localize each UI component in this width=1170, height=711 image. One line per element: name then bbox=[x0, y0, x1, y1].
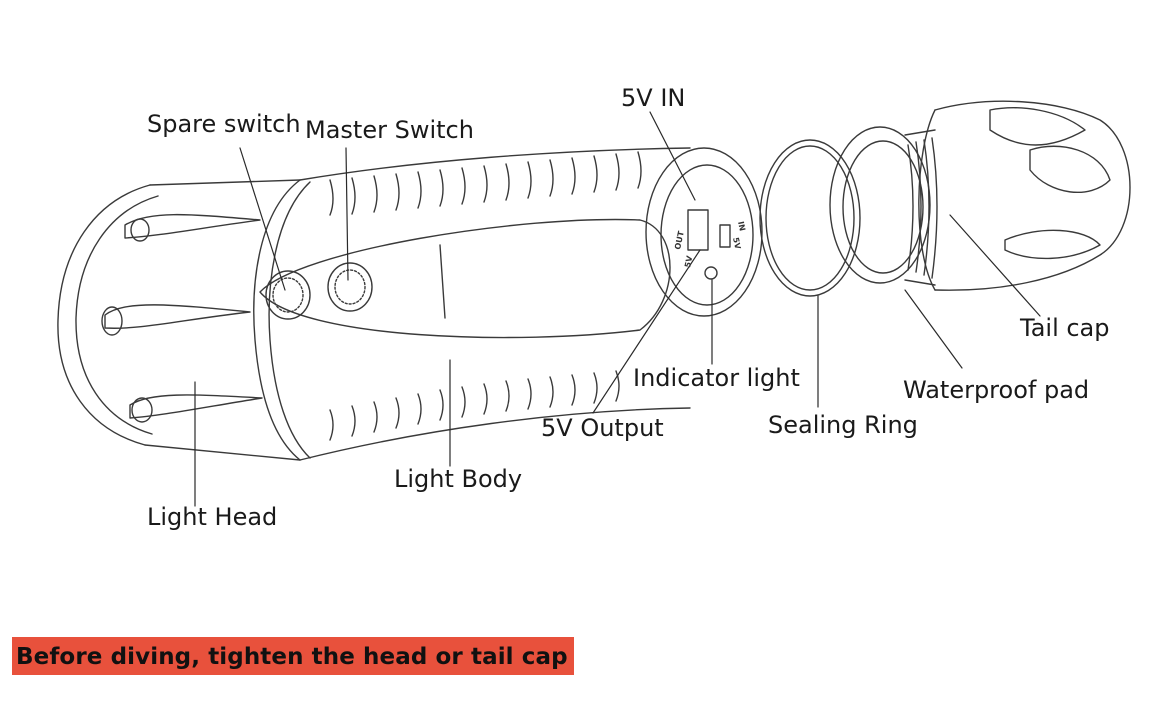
label-master-switch: Master Switch bbox=[305, 116, 474, 144]
label-indicator-light: Indicator light bbox=[633, 364, 800, 392]
label-5v-in: 5V IN bbox=[621, 84, 686, 112]
port-marking-in: IN bbox=[736, 221, 747, 232]
warning-banner: Before diving, tighten the head or tail … bbox=[12, 637, 574, 675]
label-waterproof-pad: Waterproof pad bbox=[903, 376, 1090, 404]
tail-cap-assembly bbox=[829, 100, 1131, 291]
warning-banner-text: Before diving, tighten the head or tail … bbox=[16, 644, 568, 670]
light-body bbox=[259, 147, 691, 461]
label-spare-switch: Spare switch bbox=[147, 110, 301, 138]
light-head bbox=[57, 179, 311, 461]
leader-spare-switch bbox=[239, 147, 286, 291]
leader-master-switch bbox=[345, 147, 349, 281]
label-light-head: Light Head bbox=[147, 503, 278, 531]
label-5v-output: 5V Output bbox=[541, 414, 664, 442]
port-marking-out: OUT bbox=[673, 230, 686, 251]
leader-lines bbox=[194, 111, 1041, 507]
body-end-port-panel bbox=[645, 147, 763, 317]
leader-waterproof-pad bbox=[904, 289, 963, 369]
label-light-body: Light Body bbox=[394, 465, 523, 493]
leader-5v-output bbox=[592, 249, 701, 414]
leader-tail-cap bbox=[949, 214, 1041, 317]
port-marking-5v-right: 5V bbox=[731, 237, 742, 251]
leader-5v-in bbox=[649, 111, 696, 201]
port-marking-5v-left: 5V bbox=[683, 254, 694, 268]
sealing-ring bbox=[759, 139, 861, 297]
label-sealing-ring: Sealing Ring bbox=[768, 411, 918, 439]
label-tail-cap: Tail cap bbox=[1020, 314, 1110, 342]
